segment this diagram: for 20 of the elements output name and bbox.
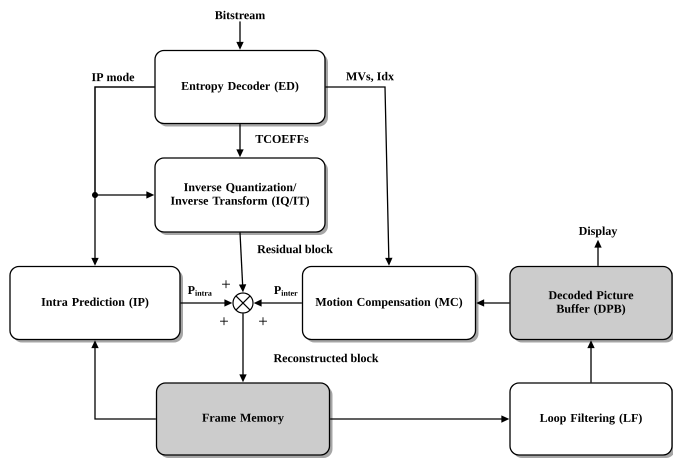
signal-label: Display [578,226,618,238]
process-box: Motion Compensation (MC) [302,266,478,342]
process-box: Intra Prediction (IP) [9,266,183,342]
edge-label: Residual block [257,244,333,254]
process-box: Entropy Decoder (ED) [154,50,328,126]
edge-label: Reconstructed block [274,354,378,362]
sign-label: + [259,317,267,326]
sign-label: + [220,317,228,326]
memory-box: Decoded Picture Buffer (DPB) [509,266,673,342]
edge-label: P$_{inter}$ [274,286,298,296]
sign-label: + [222,280,230,288]
signal-label: Bitstream [215,10,266,20]
edge-label: MVs, Idx [346,72,394,82]
process-box: Loop Filtering (LF) [509,382,673,458]
memory-box: Frame Memory [156,382,332,458]
process-box: Inverse Quantization/ Inverse Transform (IQ/IT) [154,157,328,235]
edge-label: P$_{intra}$ [188,286,212,296]
adder-symbol [232,292,254,314]
edge-label: IP mode [92,72,134,82]
edge-label: TCOEFFs [256,134,308,144]
